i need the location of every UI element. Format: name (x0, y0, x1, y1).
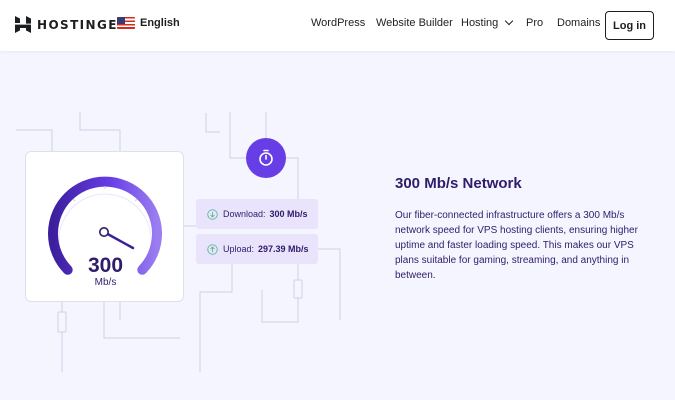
hostinger-logo-icon (15, 16, 31, 33)
language-label: English (140, 17, 180, 29)
menu-item-website-builder[interactable]: Website Builder (376, 17, 453, 29)
top-navbar: HOSTINGER English WordPress Website Buil… (0, 0, 675, 51)
upload-stat: Upload: 297.39 Mb/s (196, 234, 318, 264)
download-value: 300 Mb/s (269, 209, 308, 219)
arrow-up-circle-icon (207, 243, 218, 255)
speed-unit: Mb/s (94, 277, 117, 288)
hostinger-logo[interactable]: HOSTINGER (15, 16, 128, 33)
menu-item-hosting[interactable]: Hosting (461, 16, 514, 29)
menu-item-domains[interactable]: Domains (557, 17, 601, 29)
arrow-down-circle-icon (207, 208, 218, 220)
speedometer-gauge (48, 176, 162, 275)
timer-badge (246, 138, 286, 178)
speed-value: 300 (87, 254, 124, 277)
download-stat: Download: 300 Mb/s (196, 199, 318, 229)
speedometer-card: 300 Mb/s (25, 151, 184, 302)
brand-name: HOSTINGER (37, 17, 129, 32)
upload-value: 297.39 Mb/s (258, 244, 309, 254)
menu-item-pro[interactable]: Pro (526, 17, 544, 29)
menu-item-hosting-label: Hosting (461, 17, 499, 29)
login-button[interactable]: Log in (605, 11, 654, 40)
feature-title: 300 Mb/s Network (395, 175, 522, 192)
language-selector[interactable]: English (117, 17, 180, 29)
stopwatch-icon (259, 149, 273, 166)
menu-item-wordpress[interactable]: WordPress (311, 17, 366, 29)
us-flag-icon (117, 17, 135, 29)
feature-description: Our fiber-connected infrastructure offer… (395, 210, 638, 281)
upload-label: Upload: (223, 244, 255, 254)
download-label: Download: (223, 209, 266, 219)
